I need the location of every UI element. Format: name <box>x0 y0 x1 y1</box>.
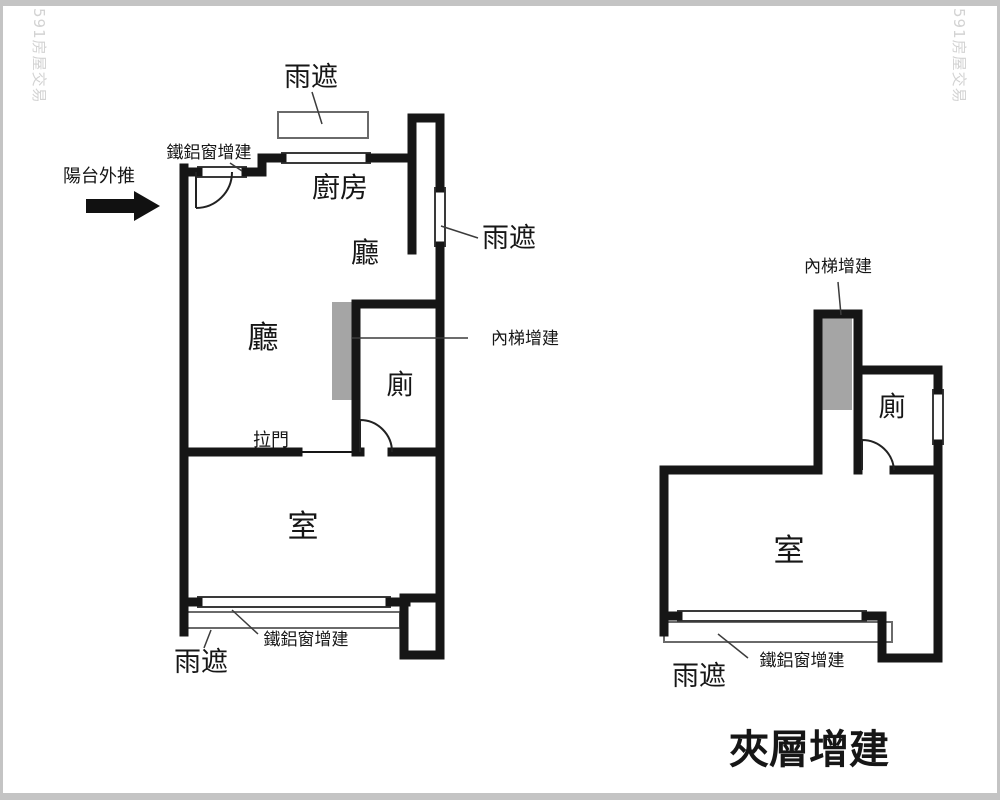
balcony-pushout-arrow <box>86 191 160 221</box>
label-metal-window-bottom: 鐵鋁窗增建 <box>264 630 349 650</box>
mezzanine-walls <box>659 309 943 663</box>
label-sliding-door: 拉門 <box>253 430 289 451</box>
stair-block <box>820 318 852 410</box>
label-awning-bottom: 雨遮 <box>672 661 726 692</box>
label-awning-top: 雨遮 <box>284 62 338 93</box>
watermark-top-left: 591房屋交易 <box>30 8 48 104</box>
label-metal-window-top: 鐵鋁窗增建 <box>167 143 252 163</box>
mezzanine-title: 夾層增建 <box>729 727 889 773</box>
toilet-door-arc <box>861 438 895 471</box>
toilet-door-arc <box>359 419 393 453</box>
window-kitchen <box>281 152 371 164</box>
frame-band-bottom <box>0 793 1000 800</box>
label-toilet: 廁 <box>387 370 414 401</box>
awning-bottom-outline <box>183 611 401 629</box>
window-bedroom-bottom <box>197 596 391 608</box>
label-toilet: 廁 <box>879 392 906 423</box>
mezzanine-leader-lines <box>717 281 842 659</box>
label-dining-hall: 廳 <box>351 236 379 269</box>
label-metal-window-bottom: 鐵鋁窗增建 <box>760 651 845 671</box>
window-toilet-right <box>932 389 944 445</box>
label-awning-right: 雨遮 <box>482 223 536 254</box>
mezzanine-floor-plan: 內梯增建 廁 室 雨遮 鐵鋁窗增建 夾層增建 <box>659 257 944 773</box>
main-leader-lines <box>203 91 479 649</box>
frame-band-left <box>0 0 3 800</box>
frame-band-top <box>0 0 1000 6</box>
window-right <box>434 187 446 247</box>
label-balcony-pushout: 陽台外推 <box>63 166 135 187</box>
window-bedroom-bottom <box>677 610 867 622</box>
label-bedroom: 室 <box>774 533 805 569</box>
label-inner-stair: 內梯增建 <box>491 329 559 349</box>
label-inner-stair: 內梯增建 <box>804 257 872 277</box>
label-awning-bottom: 雨遮 <box>174 647 228 678</box>
awning-top-outline <box>277 111 369 139</box>
balcony-door-arc <box>195 171 233 209</box>
frame-band-right <box>997 0 1000 800</box>
label-living-hall: 廳 <box>248 320 279 356</box>
awning-bottom-outline <box>663 621 893 643</box>
watermark-top-right: 591房屋交易 <box>950 8 968 104</box>
main-floor-plan: 雨遮 鐵鋁窗增建 陽台外推 廚房 廳 雨遮 廳 內梯增建 廁 拉門 室 雨遮 鐵… <box>63 62 559 678</box>
label-kitchen: 廚房 <box>312 171 368 204</box>
label-bedroom: 室 <box>288 509 319 545</box>
